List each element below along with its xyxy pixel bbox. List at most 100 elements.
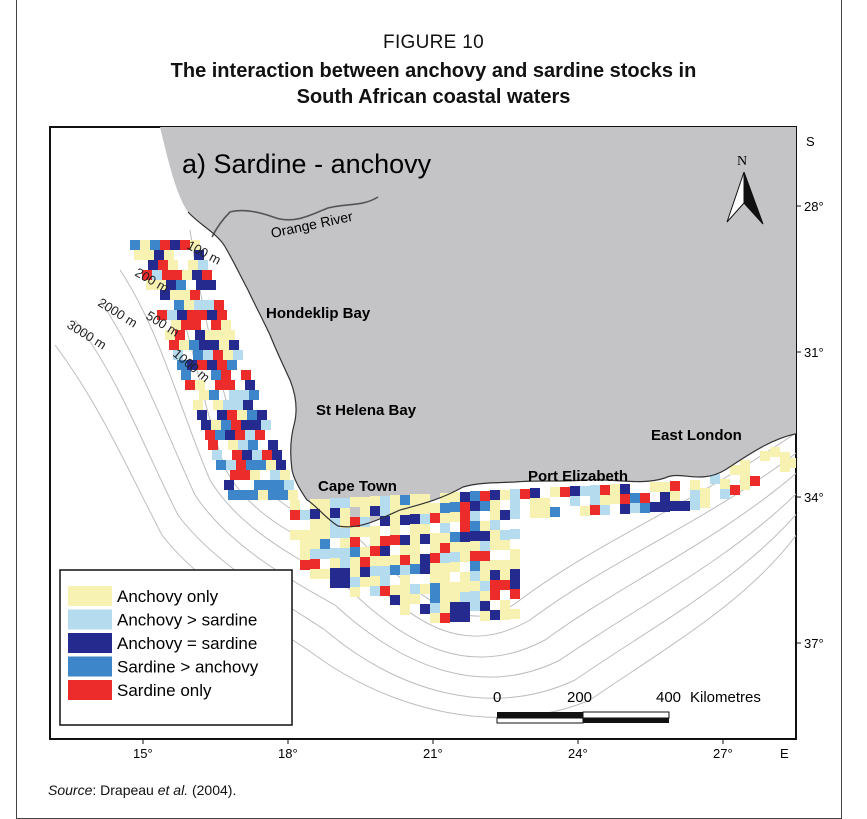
map-cell [310, 549, 320, 559]
map-cell [470, 521, 480, 531]
map-cell [217, 410, 227, 420]
map-cell [223, 350, 233, 360]
map-cell [252, 450, 262, 460]
map-cell [440, 603, 450, 613]
map-cell [330, 518, 340, 528]
map-cell [450, 512, 460, 522]
map-cell [370, 526, 380, 536]
map-cell [243, 400, 253, 410]
map-cell [660, 502, 670, 512]
map-cell [199, 340, 209, 350]
map-cell [251, 420, 261, 430]
map-cell [189, 340, 199, 350]
map-cell [156, 280, 166, 290]
map-cell [150, 240, 160, 250]
map-cell [380, 516, 390, 526]
map-cell [241, 370, 251, 380]
map-cell [430, 513, 440, 523]
map-cell [430, 503, 440, 513]
map-cell [480, 561, 490, 571]
map-cell [420, 584, 430, 594]
map-cell [212, 450, 222, 460]
map-cell [710, 474, 720, 484]
map-cell [157, 310, 167, 320]
map-cell [450, 582, 460, 592]
map-cell [350, 577, 360, 587]
lon-tick-18: 18° [278, 746, 298, 761]
map-cell [209, 340, 219, 350]
map-cell [199, 390, 209, 400]
map-cell [173, 350, 183, 360]
map-cell [500, 580, 510, 590]
map-cell [194, 250, 204, 260]
map-cell [229, 390, 239, 400]
map-cell [510, 609, 520, 619]
figure-title-line-1: The interaction between anchovy and sard… [170, 60, 697, 82]
map-cell [205, 330, 215, 340]
map-cell [187, 310, 197, 320]
map-cell [370, 496, 380, 506]
map-cell [370, 506, 380, 516]
map-cell [410, 524, 420, 534]
map-cell [390, 565, 400, 575]
map-cell [460, 612, 470, 622]
map-cell [500, 540, 510, 550]
map-cell [221, 370, 231, 380]
map-cell [171, 320, 181, 330]
map-cell [168, 260, 178, 270]
map-cell [510, 579, 520, 589]
map-cell [440, 533, 450, 543]
map-cell [215, 380, 225, 390]
scale-tick-200: 200 [567, 689, 592, 706]
scale-segment-3 [496, 717, 584, 724]
map-cell [162, 270, 172, 280]
map-cell [610, 494, 620, 504]
map-cell [350, 587, 360, 597]
map-cell [169, 340, 179, 350]
map-cell [330, 508, 340, 518]
map-cell [165, 330, 175, 340]
map-cell [420, 554, 430, 564]
map-cell [510, 489, 520, 499]
map-cell [203, 350, 213, 360]
map-cell [420, 604, 430, 614]
map-cell [480, 541, 490, 551]
map-cell [570, 486, 580, 496]
legend-label: Anchovy > sardine [117, 611, 257, 630]
map-cell [310, 569, 320, 579]
map-cell [420, 524, 430, 534]
lat-tick-34: 34° [804, 490, 824, 505]
map-cell [184, 300, 194, 310]
map-cell [790, 458, 796, 468]
map-cell [262, 450, 272, 460]
map-cell [225, 330, 235, 340]
map-cell [400, 605, 410, 615]
map-cell [320, 549, 330, 559]
map-cell [223, 400, 233, 410]
map-cell [370, 536, 380, 546]
map-cell [230, 470, 240, 480]
map-cell [460, 552, 470, 562]
legend-label: Sardine > anchovy [117, 658, 259, 677]
map-cell [470, 551, 480, 561]
map-cell [350, 547, 360, 557]
map-cell [177, 360, 187, 370]
map-cell [201, 420, 211, 430]
map-cell [510, 499, 520, 509]
map-cell [340, 538, 350, 548]
map-cell [290, 510, 300, 520]
map-cell [197, 410, 207, 420]
map-cell [370, 586, 380, 596]
map-cell [330, 528, 340, 538]
map-cell [600, 495, 610, 505]
map-cell [560, 487, 570, 497]
map-cell [490, 540, 500, 550]
map-cell [360, 557, 370, 567]
map-cell [330, 548, 340, 558]
map-cell [450, 562, 460, 572]
map-cell [370, 556, 380, 566]
map-cell [194, 300, 204, 310]
map-cell [450, 532, 460, 542]
map-cell [730, 485, 740, 495]
map-cell [460, 582, 470, 592]
